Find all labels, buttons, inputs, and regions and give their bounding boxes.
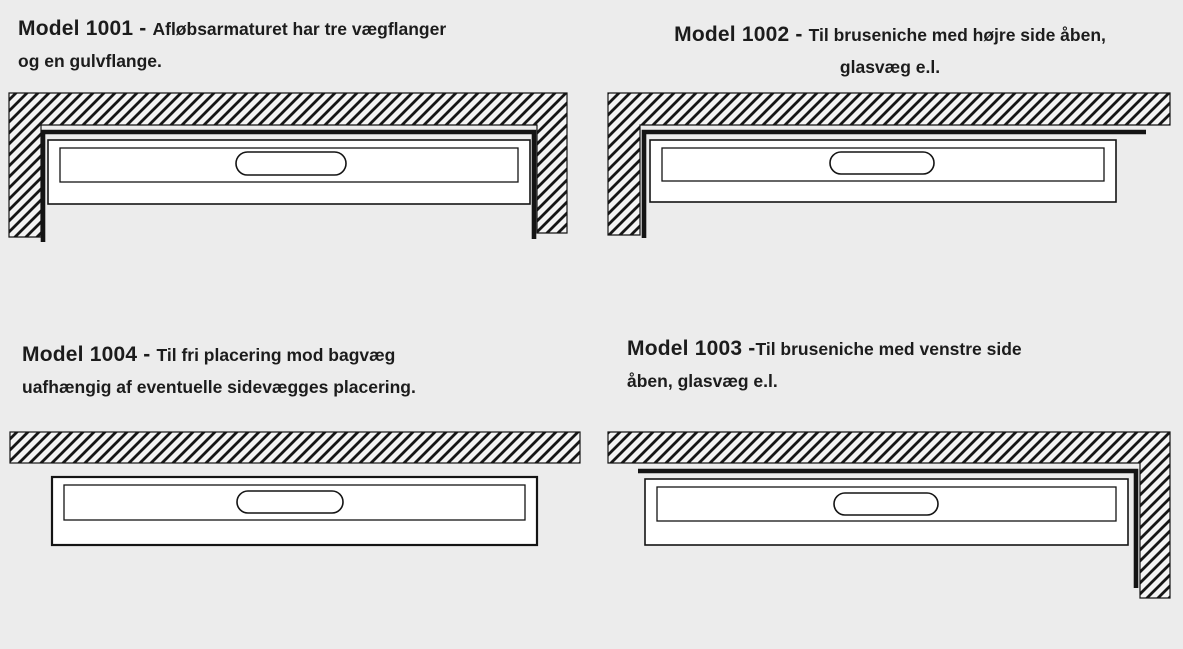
model-1002-walls-hatch bbox=[607, 92, 1171, 236]
model-1004-name: Model 1004 - bbox=[22, 343, 157, 366]
model-1001-title: Model 1001 - Afløbsarmaturet har tre væg… bbox=[18, 14, 446, 78]
model-1004-desc-line2: uafhængig af eventuelle sidevægges place… bbox=[22, 377, 416, 397]
model-1003-desc-line2: åben, glasvæg e.l. bbox=[627, 371, 778, 391]
model-1002-desc-line2: glasvæg e.l. bbox=[839, 57, 941, 77]
model-1004-drain-slot bbox=[236, 490, 344, 514]
model-1001-walls-hatch bbox=[8, 92, 568, 238]
model-1002-desc-line1: Til bruseniche med højre side åben, bbox=[808, 25, 1106, 45]
model-1003-title: Model 1003 -Til bruseniche med venstre s… bbox=[627, 334, 1022, 398]
model-1003-drain-slot bbox=[833, 492, 939, 516]
model-1004-diagram bbox=[8, 430, 590, 600]
model-1002-title: Model 1002 - Til bruseniche med højre si… bbox=[612, 20, 1168, 84]
model-1002-drain-slot bbox=[829, 151, 935, 175]
model-1001-desc-line2: og en gulvflange. bbox=[18, 51, 162, 71]
model-1004-drain-body bbox=[50, 475, 539, 547]
model-1003-drain-inner bbox=[656, 486, 1117, 522]
model-1001-drain-inner bbox=[59, 147, 519, 183]
model-1004-wall-hatch bbox=[9, 431, 581, 464]
model-1003-wall-surface-line bbox=[638, 468, 1139, 588]
model-1001-diagram bbox=[8, 90, 575, 250]
model-1002-diagram bbox=[600, 90, 1183, 250]
model-1002-wall-surface-line bbox=[641, 129, 1146, 238]
model-1002-name: Model 1002 - bbox=[674, 23, 809, 46]
model-1001-desc-line1: Afløbsarmaturet har tre vægflanger bbox=[152, 19, 447, 39]
model-1003-desc-line1: Til bruseniche med venstre side bbox=[755, 339, 1022, 359]
model-1001-name: Model 1001 - bbox=[18, 17, 153, 40]
model-1004-desc-line1: Til fri placering mod bagvæg bbox=[156, 345, 396, 365]
model-1004-drain-inner bbox=[63, 484, 526, 521]
model-1002-drain-inner bbox=[661, 147, 1105, 182]
model-1003-walls-hatch bbox=[607, 431, 1171, 599]
model-1001-wall-surface-line bbox=[40, 129, 537, 242]
model-1003-name: Model 1003 - bbox=[627, 337, 756, 360]
model-1003-diagram bbox=[600, 430, 1183, 600]
model-1004-title: Model 1004 - Til fri placering mod bagvæ… bbox=[22, 340, 416, 404]
model-1001-drain-slot bbox=[235, 151, 347, 176]
